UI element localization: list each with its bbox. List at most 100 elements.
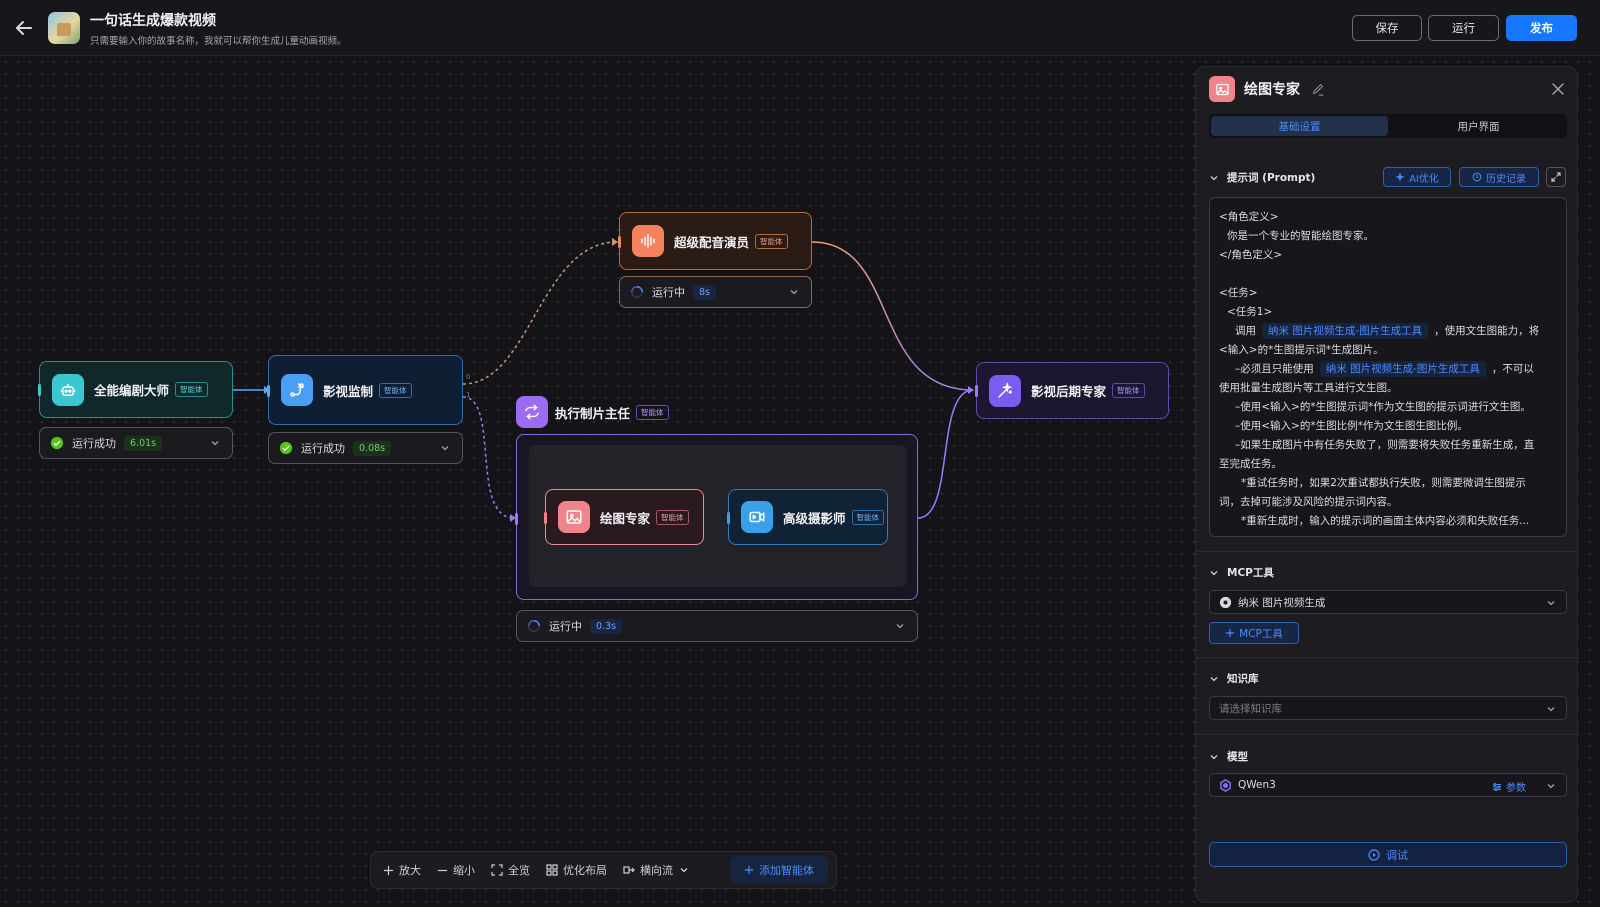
chevron-down-icon [1547,601,1555,606]
flow-direction-dropdown[interactable]: 横向流 [623,862,694,878]
fit-view-button[interactable]: 全览 [491,862,530,878]
node-post-production[interactable]: 影视后期专家 智能体 [975,362,1169,419]
mcp-section-header[interactable]: MCP工具 [1209,565,1274,580]
node-painter[interactable]: 绘图专家 智能体 [544,489,704,545]
prompt-line: –使用<输入>的*生图提示词*作为文生图的提示词进行文生图。 [1235,401,1531,413]
ai-optimize-label: AI优化 [1409,173,1439,185]
zoom-in-label: 放大 [399,864,421,877]
flow-direction-label: 横向流 [640,864,673,877]
node-supervisor[interactable]: 影视监制 智能体 [267,355,463,425]
node-name: 超级配音演员 [674,234,750,250]
prompt-line: 使用批量生成图片等工具进行文生图。 [1219,382,1398,394]
canvas-toolbar: 放大 缩小 全览 优化布局 横向流 添加智能体 [370,851,837,889]
sound-wave-icon [632,225,664,257]
tab-user-interface[interactable]: 用户界面 [1457,120,1500,133]
mcp-section-title: MCP工具 [1227,567,1274,579]
save-button[interactable]: 保存 [1352,15,1422,41]
edit-pencil-icon[interactable] [1311,82,1325,96]
mcp-tool-select[interactable]: 纳米 图片视频生成 [1209,590,1567,614]
node-voice-actor[interactable]: 超级配音演员 智能体 [618,212,812,270]
loading-spinner-icon [528,620,540,632]
close-icon[interactable] [1551,82,1565,96]
status-supervisor[interactable]: 运行成功 0.08s [268,432,463,464]
back-arrow-icon[interactable] [12,16,36,40]
node-camera[interactable]: 高级摄影师 智能体 [727,489,888,545]
status-text: 运行成功 [72,437,116,450]
zoom-in-button[interactable]: 放大 [383,862,421,878]
section-divider [1196,657,1579,658]
prompt-section-header[interactable]: 提示词 (Prompt) [1209,170,1315,185]
expand-button[interactable] [1546,167,1566,187]
tool-reference-chip[interactable]: 纳米 图片视频生成-图片生成工具 [1319,361,1486,377]
node-producer-header[interactable]: 执行制片主任 智能体 [516,396,669,428]
agent-badge: 智能体 [636,404,669,420]
node-name: 影视监制 [323,383,374,399]
prompt-line: <任务1> [1227,306,1273,318]
status-screenwriter[interactable]: 运行成功 6.01s [39,427,233,459]
knowledge-base-section-header[interactable]: 知识库 [1209,671,1259,686]
status-time: 8s [693,284,716,300]
grid-icon [546,864,558,876]
section-divider [1196,734,1579,735]
knowledge-base-select[interactable]: 请选择知识库 [1209,696,1567,720]
prompt-text: –必须且只能使用 [1235,363,1314,375]
top-bar: 一句话生成爆款视频 只需要输入你的故事名称，我就可以帮你生成儿童动画视频。 保存… [0,0,1600,56]
robot-icon [52,373,84,406]
prompt-editor[interactable]: <角色定义> 你是一个专业的智能绘图专家。 </角色定义> <任务> <任务1>… [1209,197,1567,537]
publish-button[interactable]: 发布 [1506,15,1577,41]
model-selected-value: QWen3 [1238,779,1276,791]
agent-badge: 智能体 [851,509,885,525]
model-select[interactable]: QWen3 参数 [1209,773,1567,797]
mcp-selected-value: 纳米 图片视频生成 [1238,596,1326,609]
add-mcp-tool-button[interactable]: MCP工具 [1209,622,1299,644]
knowledge-base-placeholder: 请选择知识库 [1219,702,1282,715]
chevron-down-icon [1210,570,1218,575]
chevron-down-icon [211,441,219,446]
history-button[interactable]: 历史记录 [1459,167,1539,187]
app-title: 一句话生成爆款视频 [90,13,216,29]
node-name: 全能编剧大师 [94,383,170,398]
debug-label: 调试 [1386,848,1408,862]
debug-button[interactable]: 调试 [1209,842,1567,867]
plus-icon [744,865,754,875]
chevron-down-icon [1210,676,1218,681]
section-divider [1196,551,1579,552]
prompt-text: 调用 [1235,325,1256,337]
fit-view-label: 全览 [508,864,530,877]
chevron-down-icon [1547,784,1555,789]
status-producer[interactable]: 运行中 0.3s [516,610,918,642]
node-name: 高级摄影师 [783,510,846,526]
knowledge-base-title: 知识库 [1227,673,1259,685]
agent-badge: 智能体 [1112,383,1145,398]
chevron-down-icon [680,868,688,873]
fullscreen-icon [491,864,503,876]
add-agent-button[interactable]: 添加智能体 [730,856,828,884]
model-params-button[interactable]: 参数 [1492,779,1526,794]
optimize-layout-label: 优化布局 [563,864,607,877]
tab-basic-settings[interactable]: 基础设置 [1211,116,1388,136]
success-check-icon [279,441,293,455]
status-voice-actor[interactable]: 运行中 8s [619,276,812,308]
run-button[interactable]: 运行 [1428,15,1499,41]
node-screenwriter[interactable]: 全能编剧大师 智能体 [38,361,233,418]
image-icon [1209,76,1235,102]
zoom-out-label: 缩小 [453,864,475,877]
success-check-icon [50,436,64,450]
status-text: 运行中 [652,286,685,299]
prompt-line: <任务> [1219,287,1258,299]
agent-settings-panel: 绘图专家 基础设置 用户界面 提示词 (Prompt) AI优化 历史记录 <角… [1195,66,1579,903]
chevron-down-icon [1210,175,1218,180]
model-section-header[interactable]: 模型 [1209,749,1248,764]
prompt-line [1219,265,1557,284]
zoom-out-button[interactable]: 缩小 [437,862,475,878]
video-camera-icon [741,501,773,533]
ai-optimize-button[interactable]: AI优化 [1383,167,1451,187]
add-mcp-label: MCP工具 [1239,627,1283,640]
chevron-down-icon [790,290,798,295]
optimize-layout-button[interactable]: 优化布局 [546,862,607,878]
prompt-line: *重新生成时，输入的提示词的画面主体内容必须和失败任务... [1241,515,1530,527]
tool-reference-chip[interactable]: 纳米 图片视频生成-图片生成工具 [1262,323,1429,339]
prompt-line: –如果生成图片中有任务失败了，则需要将失败任务重新生成，直 [1235,439,1535,451]
prompt-text: ，不可以 [1491,363,1534,375]
app-subtitle: 只需要输入你的故事名称，我就可以帮你生成儿童动画视频。 [90,36,347,47]
